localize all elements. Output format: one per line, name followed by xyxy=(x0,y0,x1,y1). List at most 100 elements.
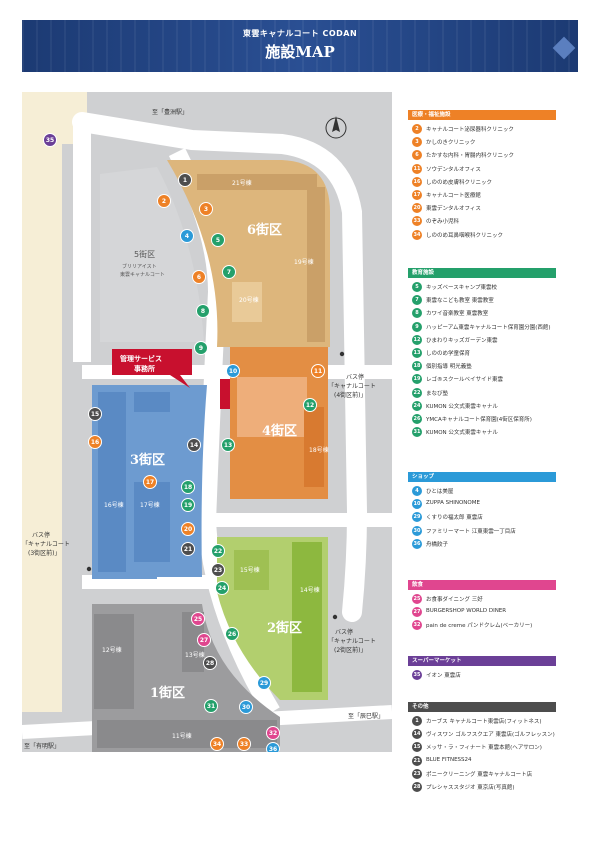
marker-number: 21 xyxy=(184,546,192,553)
marker-circle-icon xyxy=(303,398,317,412)
facility-marker-7[interactable]: 7 xyxy=(222,265,236,279)
marker-circle-icon xyxy=(194,341,208,355)
marker-circle-icon xyxy=(181,542,195,556)
facility-marker-26[interactable]: 26 xyxy=(225,627,239,641)
facility-marker-11[interactable]: 11 xyxy=(311,364,325,378)
facility-marker-32[interactable]: 32 xyxy=(266,726,280,740)
building-12-label: 12号棟 xyxy=(102,646,122,654)
facility-marker-23[interactable]: 23 xyxy=(211,563,225,577)
district-3-label: 3街区 xyxy=(130,452,165,468)
facility-marker-28[interactable]: 28 xyxy=(203,656,217,670)
facility-marker-31[interactable]: 31 xyxy=(204,699,218,713)
facility-marker-34[interactable]: 34 xyxy=(210,737,224,751)
marker-number: 23 xyxy=(214,567,222,574)
bus-stop-4-sub2: (4街区前)」 xyxy=(334,391,367,399)
bus-stop-4-icon xyxy=(339,351,345,357)
facility-marker-4[interactable]: 4 xyxy=(180,229,194,243)
facility-marker-29[interactable]: 29 xyxy=(257,676,271,690)
ring-road xyxy=(72,112,368,622)
facility-marker-25[interactable]: 25 xyxy=(191,612,205,626)
facility-marker-36[interactable]: 36 xyxy=(266,742,280,753)
legend-item-label: のぞみ小児科 xyxy=(426,219,460,226)
facility-marker-8[interactable]: 8 xyxy=(196,304,210,318)
facility-marker-13[interactable]: 13 xyxy=(221,438,235,452)
bus-stop-3-sub: 「キャナルコート xyxy=(22,541,70,548)
marker-number: 8 xyxy=(201,308,205,315)
facility-marker-20[interactable]: 20 xyxy=(181,522,195,536)
marker-circle-icon xyxy=(257,676,271,690)
legend-item-number: 26 xyxy=(412,414,422,424)
facility-marker-3[interactable]: 3 xyxy=(199,202,213,216)
facility-marker-14[interactable]: 14 xyxy=(187,438,201,452)
compass-needle-icon xyxy=(332,116,340,132)
facility-marker-30[interactable]: 30 xyxy=(239,700,253,714)
marker-number: 11 xyxy=(314,368,322,375)
marker-circle-icon xyxy=(211,544,225,558)
facility-marker-35[interactable]: 35 xyxy=(43,133,57,147)
building-20 xyxy=(232,282,262,322)
facility-marker-33[interactable]: 33 xyxy=(237,737,251,751)
facility-marker-15[interactable]: 15 xyxy=(88,407,102,421)
facility-marker-12[interactable]: 12 xyxy=(303,398,317,412)
facility-marker-22[interactable]: 22 xyxy=(211,544,225,558)
facility-marker-6[interactable]: 6 xyxy=(192,270,206,284)
facility-marker-27[interactable]: 27 xyxy=(197,633,211,647)
district-2: 2街区 15号棟 14号棟 xyxy=(217,537,328,700)
facility-marker-21[interactable]: 21 xyxy=(181,542,195,556)
marker-number: 16 xyxy=(91,439,99,446)
marker-circle-icon xyxy=(210,737,224,751)
facility-marker-17[interactable]: 17 xyxy=(143,475,157,489)
facility-marker-5[interactable]: 5 xyxy=(211,233,225,247)
facility-marker-9[interactable]: 9 xyxy=(194,341,208,355)
facility-marker-19[interactable]: 19 xyxy=(181,498,195,512)
marker-circle-icon xyxy=(180,229,194,243)
building-15-label: 15号棟 xyxy=(240,566,260,574)
facility-marker-24[interactable]: 24 xyxy=(215,581,229,595)
facility-marker-18[interactable]: 18 xyxy=(181,480,195,494)
facility-marker-2[interactable]: 2 xyxy=(157,194,171,208)
building-14 xyxy=(292,542,322,692)
facility-marker-16[interactable]: 16 xyxy=(88,435,102,449)
facility-marker-1[interactable]: 1 xyxy=(178,173,192,187)
facility-marker-10[interactable]: 10 xyxy=(226,364,240,378)
district-5: 5街区 ブリリアイスト 東雲キャナルコート xyxy=(100,167,204,342)
marker-number: 18 xyxy=(184,484,192,491)
north-arrow xyxy=(325,116,347,139)
